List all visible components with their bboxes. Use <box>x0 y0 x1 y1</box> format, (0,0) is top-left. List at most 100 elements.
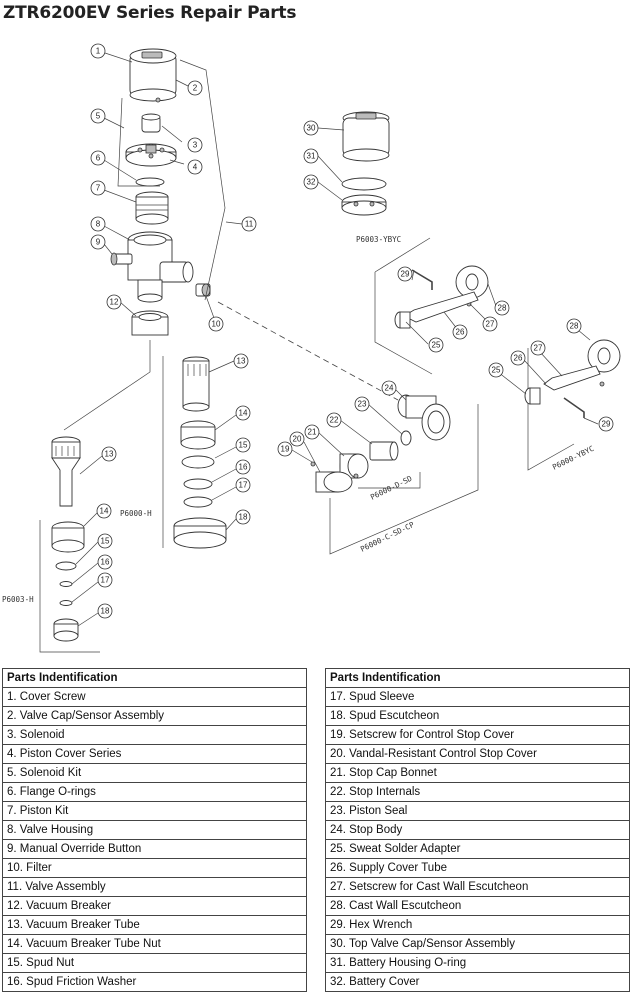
svg-text:11: 11 <box>245 220 254 229</box>
exploded-parts-diagram: 1 2 3 4 5 6 7 8 9 10 11 12 13 14 15 16 1… <box>2 43 621 653</box>
valve-cap-sensor-assembly <box>129 48 177 103</box>
svg-text:27: 27 <box>486 320 495 329</box>
svg-text:16: 16 <box>101 558 110 567</box>
cast-wall-escutcheon-upper <box>455 265 489 299</box>
callout-13-upper: 13 <box>233 353 249 369</box>
svg-text:21: 21 <box>308 428 317 437</box>
table-row: 19. Setscrew for Control Stop Cover <box>325 725 630 745</box>
callout-18-upper: 18 <box>235 509 251 525</box>
svg-text:9: 9 <box>96 238 101 247</box>
friction-washer-left <box>59 581 73 587</box>
svg-text:30: 30 <box>307 124 316 133</box>
spud-escutcheon-left <box>53 618 79 642</box>
table-row: 14. Vacuum Breaker Tube Nut <box>2 934 307 954</box>
table-row: 3. Solenoid <box>2 725 307 745</box>
table-row: 10. Filter <box>2 858 307 878</box>
svg-text:19: 19 <box>281 445 290 454</box>
connection-dashed-line <box>217 301 399 401</box>
svg-text:28: 28 <box>498 304 507 313</box>
callout-27-upper: 27 <box>482 316 498 332</box>
table-row: 2. Valve Cap/Sensor Assembly <box>2 706 307 726</box>
callout-23: 23 <box>354 396 370 412</box>
svg-text:18: 18 <box>239 513 248 522</box>
table-row: 26. Supply Cover Tube <box>325 858 630 878</box>
kit-p6000-h: P6000-H <box>120 509 152 518</box>
table-header: Parts Indentification <box>325 668 630 688</box>
spud-sleeve-left <box>59 600 73 606</box>
svg-text:32: 32 <box>307 178 316 187</box>
svg-text:1: 1 <box>96 47 101 56</box>
control-stop-cover <box>315 471 353 493</box>
table-row: 17. Spud Sleeve <box>325 687 630 707</box>
callout-18-lower: 18 <box>97 603 113 619</box>
callout-12: 12 <box>106 294 122 310</box>
parts-table-left: Parts Indentification 1. Cover Screw 2. … <box>2 668 307 992</box>
battery-housing-o-ring <box>341 177 387 191</box>
kit-p6003-ybyc: P6003-YBYC <box>356 235 401 244</box>
table-row: 13. Vacuum Breaker Tube <box>2 915 307 935</box>
svg-text:14: 14 <box>100 507 109 516</box>
svg-text:14: 14 <box>239 409 248 418</box>
svg-text:29: 29 <box>401 270 410 279</box>
table-row: 28. Cast Wall Escutcheon <box>325 896 630 916</box>
table-header: Parts Indentification <box>2 668 307 688</box>
svg-text:31: 31 <box>307 152 316 161</box>
table-row: 8. Valve Housing <box>2 820 307 840</box>
piston-kit <box>135 191 169 225</box>
table-row: 16. Spud Friction Washer <box>2 972 307 992</box>
svg-text:2: 2 <box>193 84 198 93</box>
svg-text:25: 25 <box>492 366 501 375</box>
callout-3: 3 <box>187 137 203 153</box>
spud-nut-middle <box>181 455 215 469</box>
svg-text:5: 5 <box>96 112 101 121</box>
table-row: 20. Vandal-Resistant Control Stop Cover <box>325 744 630 764</box>
svg-text:24: 24 <box>385 384 394 393</box>
supply-cover-tube-lower <box>543 365 601 391</box>
table-row: 31. Battery Housing O-ring <box>325 953 630 973</box>
callout-2: 2 <box>187 80 203 96</box>
solenoid-assembly <box>125 113 177 167</box>
kit-p6000-ybyc: P6000-YBYC <box>551 444 596 472</box>
table-row: 32. Battery Cover <box>325 972 630 992</box>
callout-25-upper: 25 <box>428 337 444 353</box>
callout-19: 19 <box>277 441 293 457</box>
table-row: 29. Hex Wrench <box>325 915 630 935</box>
kit-p6000-c-sd-cp: P6000-C-SD-CP <box>359 520 416 554</box>
callout-16-upper: 16 <box>235 459 251 475</box>
supply-cover-tube-upper <box>403 291 479 323</box>
table-row: 11. Valve Assembly <box>2 877 307 897</box>
stop-body <box>397 394 451 441</box>
tube-nut-middle <box>180 420 216 450</box>
table-row: 15. Spud Nut <box>2 953 307 973</box>
callout-27-lower: 27 <box>530 340 546 356</box>
hex-wrench-lower <box>563 397 585 418</box>
manual-override-button <box>110 252 133 266</box>
vacuum-breaker-top <box>131 310 169 336</box>
piston-seal <box>400 430 412 446</box>
callout-22: 22 <box>326 412 342 428</box>
table-row: 30. Top Valve Cap/Sensor Assembly <box>325 934 630 954</box>
callout-15-upper: 15 <box>235 437 251 453</box>
callout-15-lower: 15 <box>97 533 113 549</box>
table-row: 21. Stop Cap Bonnet <box>325 763 630 783</box>
callout-13-lower: 13 <box>101 446 117 462</box>
stop-cap-bonnet <box>339 453 369 479</box>
svg-text:26: 26 <box>456 328 465 337</box>
svg-text:13: 13 <box>237 357 246 366</box>
svg-text:7: 7 <box>96 184 101 193</box>
hex-wrench-upper <box>411 269 433 290</box>
svg-text:15: 15 <box>101 537 110 546</box>
callout-17-upper: 17 <box>235 477 251 493</box>
table-row: 9. Manual Override Button <box>2 839 307 859</box>
callout-14-upper: 14 <box>235 405 251 421</box>
svg-text:28: 28 <box>570 322 579 331</box>
callout-21: 21 <box>304 424 320 440</box>
table-row: 4. Piston Cover Series <box>2 744 307 764</box>
svg-text:6: 6 <box>96 154 101 163</box>
svg-text:18: 18 <box>101 607 110 616</box>
friction-washer-middle <box>183 478 213 490</box>
cast-wall-escutcheon-lower <box>587 339 621 373</box>
setscrew-lower <box>599 381 605 387</box>
callout-29-lower: 29 <box>598 416 614 432</box>
battery-cover <box>341 194 387 216</box>
